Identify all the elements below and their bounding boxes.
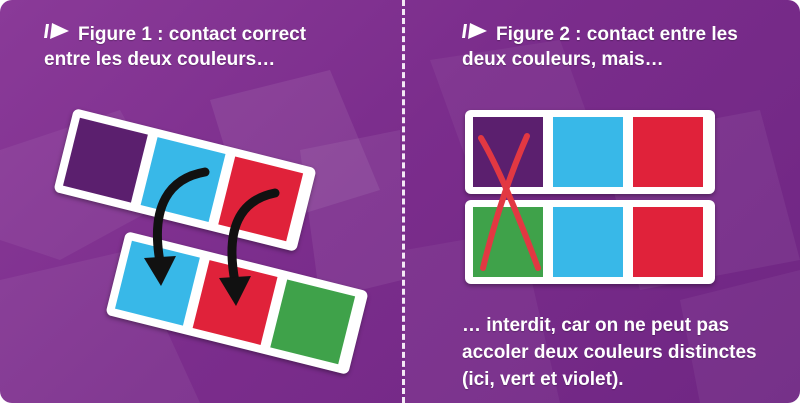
figure2-bottom-domino	[465, 200, 715, 284]
play-arrow-icon	[462, 22, 488, 47]
figure2-explanation-line1: … interdit, car on ne peut pas	[462, 315, 730, 336]
figure2-explanation: … interdit, car on ne peut pas accoler d…	[462, 312, 762, 393]
tile-cyan	[553, 207, 623, 277]
tile-red	[633, 117, 703, 187]
figure2-explanation-line3: (ici, vert et violet).	[462, 369, 624, 390]
figure1-caption: Figure 1 : contact correct entre les deu…	[44, 22, 354, 72]
curved-arrow-icon	[144, 167, 210, 286]
curved-arrow-icon	[219, 188, 280, 306]
figure1-caption-line1: Figure 1 : contact correct	[78, 24, 307, 45]
play-arrow-icon	[44, 22, 70, 47]
figure2-explanation-line2: accoler deux couleurs distinctes	[462, 342, 757, 363]
tile-red	[633, 207, 703, 277]
dashed-divider	[402, 0, 405, 403]
figure2-caption-line2: deux couleurs, mais…	[462, 49, 664, 70]
figure1-caption-line2: entre les deux couleurs…	[44, 49, 276, 70]
tile-cyan	[553, 117, 623, 187]
figure2-caption-line1: Figure 2 : contact entre les	[496, 24, 738, 45]
figure2-caption: Figure 2 : contact entre les deux couleu…	[462, 22, 762, 72]
